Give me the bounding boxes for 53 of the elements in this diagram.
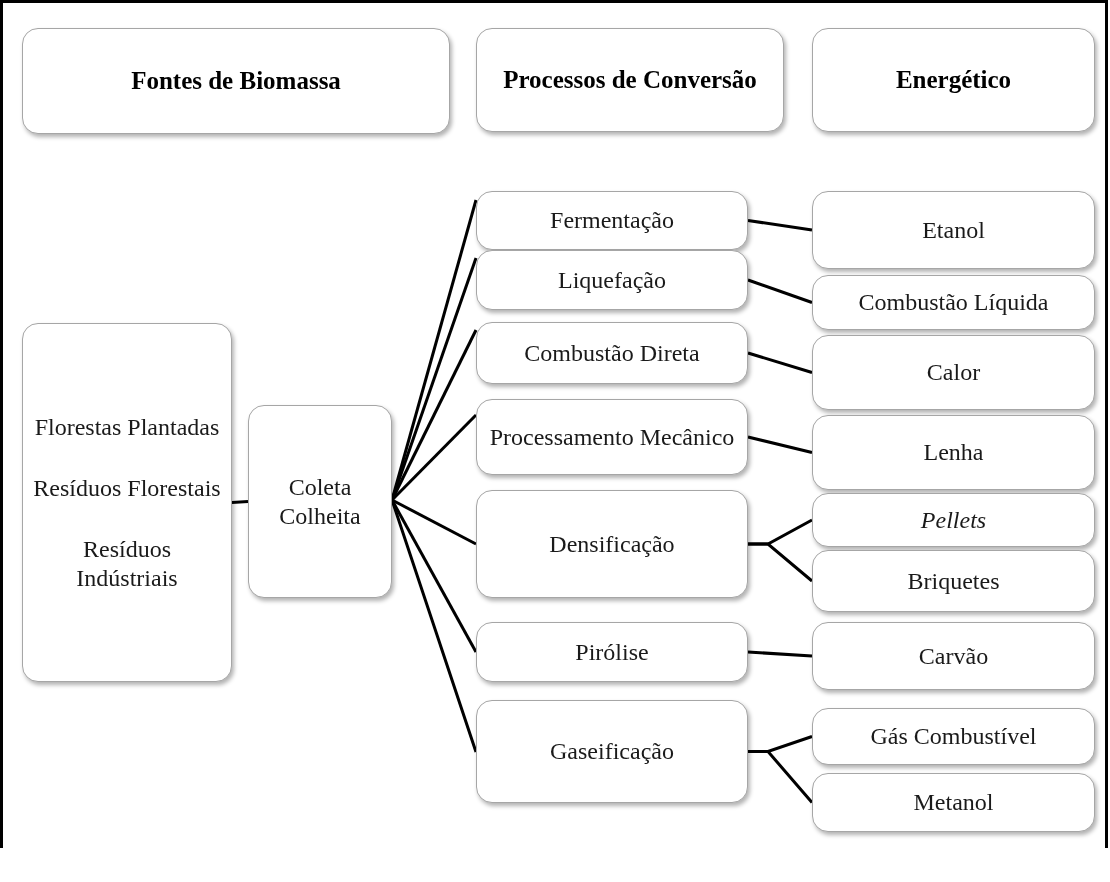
column-header-box	[812, 28, 1095, 132]
node-label: Liquefação	[558, 265, 666, 295]
node-label: Lenha	[923, 438, 984, 467]
rounded-box	[812, 622, 1095, 690]
connector-line	[231, 500, 249, 504]
node-label: Gaseificação	[550, 737, 674, 766]
column-title: Fontes de Biomassa	[131, 66, 341, 96]
rounded-box	[22, 323, 232, 682]
node-label: Metanol	[913, 788, 994, 817]
connector-line	[747, 650, 813, 658]
connector-line	[747, 351, 813, 374]
node-label: Carvão	[918, 641, 989, 671]
column-title: Processos de Conversão	[503, 65, 757, 95]
connector-line	[748, 750, 814, 804]
node-label: Pellets	[920, 505, 987, 535]
rounded-box	[812, 550, 1095, 612]
rounded-box	[812, 191, 1095, 269]
connector-line	[748, 542, 813, 583]
node-label: Florestas Plantadas	[34, 412, 220, 442]
column-title: Energético	[895, 65, 1012, 95]
node-label: Combustão Direta	[524, 338, 700, 368]
node-label: Calor	[926, 358, 981, 387]
node-label: Densificação	[549, 529, 675, 559]
node-label: Combustão Líquida	[858, 288, 1049, 317]
rounded-box	[476, 622, 748, 682]
rounded-box	[476, 250, 748, 310]
node-label: Fermentação	[550, 206, 674, 235]
column-header-box	[22, 28, 450, 134]
node-label: Pirólise	[575, 637, 649, 667]
node-label: Resíduos Indústriais	[75, 534, 179, 593]
rounded-box	[476, 399, 748, 475]
connector-line	[391, 498, 477, 546]
rounded-box	[248, 405, 392, 598]
node-label: Gás Combustível	[870, 722, 1037, 751]
rounded-box	[476, 490, 748, 598]
node-label: Etanol	[922, 215, 985, 245]
node-label: Briquetes	[907, 566, 1000, 596]
column-header-box	[476, 28, 784, 132]
connector-line	[747, 278, 813, 304]
rounded-box	[812, 335, 1095, 410]
connector-line	[747, 435, 813, 454]
rounded-box	[476, 700, 748, 803]
node-label: Resíduos Florestais	[33, 473, 221, 503]
rounded-box	[812, 708, 1095, 765]
rounded-box	[476, 191, 748, 250]
rounded-box	[812, 415, 1095, 490]
rounded-box	[812, 493, 1095, 547]
rounded-box	[476, 322, 748, 384]
connector-line	[747, 219, 813, 232]
node-label: Coleta Colheita	[278, 472, 362, 531]
rounded-box	[812, 275, 1095, 330]
rounded-box	[812, 773, 1095, 832]
node-label: Processamento Mecânico	[489, 422, 735, 452]
